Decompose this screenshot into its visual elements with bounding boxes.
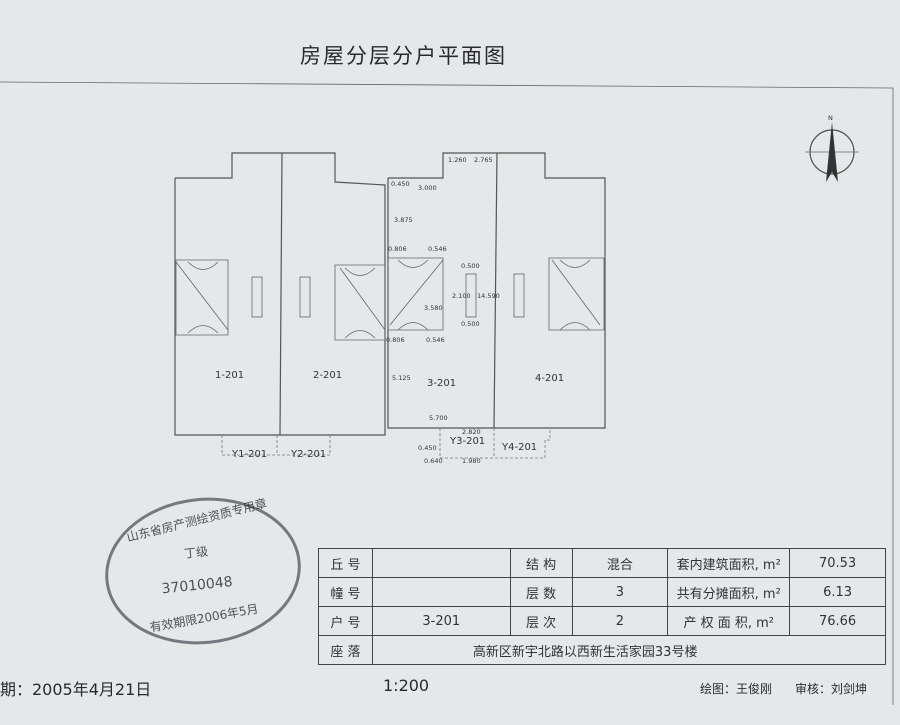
svg-text:0.450: 0.450 <box>418 444 437 452</box>
cell-label: 座 落 <box>318 635 373 665</box>
svg-text:0.546: 0.546 <box>426 336 445 344</box>
stair <box>175 259 229 336</box>
balcony-label: Y2-201 <box>290 449 326 460</box>
cell-value: 76.66 <box>789 606 886 636</box>
reviewer: 审核：刘剑坤 <box>795 682 868 696</box>
cell-value: 3 <box>571 577 669 607</box>
drawing-frame <box>0 81 894 705</box>
dimension-labels: 1.260 2.765 0.450 3.000 3.875 0.806 0.54… <box>386 156 500 465</box>
svg-text:1.260: 1.260 <box>448 156 467 164</box>
svg-text:14.590: 14.590 <box>477 292 500 300</box>
cell-label: 层 次 <box>509 606 573 636</box>
unit-label: 4-201 <box>535 373 564 384</box>
building-left <box>174 152 386 436</box>
svg-text:0.546: 0.546 <box>428 245 447 253</box>
svg-text:0.500: 0.500 <box>461 320 480 328</box>
cell-value: 6.13 <box>789 577 886 607</box>
address-value: 高新区新宇北路以西新生活家园33号楼 <box>371 635 887 665</box>
svg-text:1.980: 1.980 <box>462 457 481 465</box>
svg-text:3.580: 3.580 <box>424 304 443 312</box>
svg-text:0.500: 0.500 <box>461 262 480 270</box>
cell-label: 套内建筑面积, m² <box>667 548 791 578</box>
unit-label: 1-201 <box>215 370 244 381</box>
svg-text:2.100: 2.100 <box>452 292 471 300</box>
balcony-label: Y3-201 <box>449 436 485 447</box>
svg-text:0.640: 0.640 <box>424 457 443 465</box>
cell-label: 共有分摊面积, m² <box>667 577 791 607</box>
scale: 1:200 <box>383 676 430 695</box>
table-row: 座 落 高新区新宇北路以西新生活家园33号楼 <box>318 635 887 665</box>
stair <box>334 264 386 341</box>
cell-label: 产 权 面 积, m² <box>667 606 791 636</box>
svg-text:5.125: 5.125 <box>392 374 411 382</box>
cell-value: 混合 <box>571 548 669 578</box>
svg-text:0.450: 0.450 <box>391 180 410 188</box>
cell-label: 幢 号 <box>318 577 373 607</box>
balcony-label: Y4-201 <box>501 442 537 453</box>
survey-date: 期：2005年4月21日 <box>0 680 152 699</box>
north-arrow-icon: N <box>805 114 859 182</box>
building-right <box>387 152 606 429</box>
svg-text:N: N <box>828 114 833 122</box>
cell-value: 3-201 <box>371 606 511 636</box>
svg-text:5.700: 5.700 <box>429 414 448 422</box>
unit-divider <box>279 152 283 436</box>
cell-label: 层 数 <box>509 577 573 607</box>
cell-value <box>371 577 511 607</box>
cell-value <box>371 548 511 578</box>
svg-text:0.806: 0.806 <box>386 336 405 344</box>
cell-value: 70.53 <box>789 548 886 578</box>
svg-text:0.806: 0.806 <box>388 245 407 253</box>
drawer: 绘图：王俊刚 <box>700 682 773 696</box>
unit-label: 3-201 <box>427 378 456 389</box>
cell-label: 户 号 <box>318 606 373 636</box>
page-title: 房屋分层分户平面图 <box>300 44 507 68</box>
svg-text:2.820: 2.820 <box>462 428 481 436</box>
svg-text:2.765: 2.765 <box>474 156 493 164</box>
unit-label: 2-201 <box>313 370 342 381</box>
svg-text:3.000: 3.000 <box>418 184 437 192</box>
svg-text:3.875: 3.875 <box>394 216 413 224</box>
cell-value: 2 <box>571 606 669 636</box>
cell-label: 丘 号 <box>318 548 373 578</box>
balcony-label: Y1-201 <box>231 449 267 460</box>
cell-label: 结 构 <box>509 548 573 578</box>
